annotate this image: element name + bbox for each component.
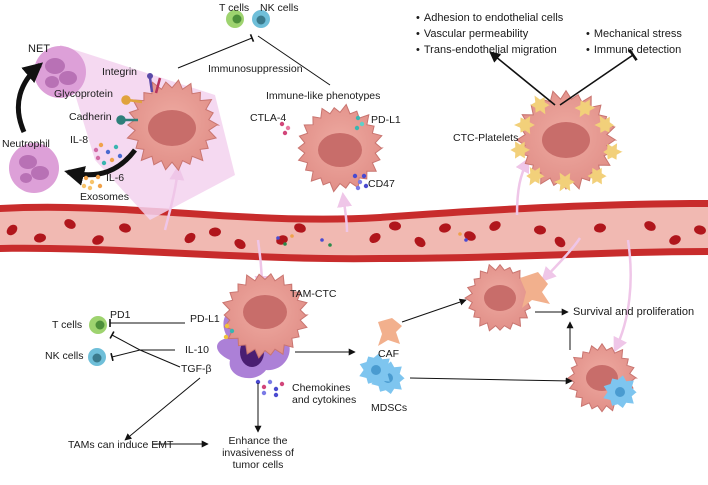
platelets xyxy=(510,95,623,192)
label-nk-cells-top: NK cells xyxy=(260,2,299,14)
mdsc-cell-attached xyxy=(603,375,637,408)
effect-adhesion: Adhesion to endothelial cells xyxy=(416,11,563,25)
label-cadherin: Cadherin xyxy=(69,111,112,123)
label-ctc-platelets: CTC-Platelets xyxy=(453,132,519,144)
platelet-effect-arrows xyxy=(489,48,638,106)
pdl1-dots xyxy=(354,115,365,131)
t-cell-left xyxy=(89,316,107,334)
cytokine-dots xyxy=(93,142,123,166)
label-pd1: PD1 xyxy=(110,309,131,321)
tam-pathway-lines xyxy=(109,319,356,448)
chemokine-dots xyxy=(255,379,285,398)
caf-cell xyxy=(378,318,402,346)
tumor-cell-caf xyxy=(464,263,550,332)
label-tams-emt: TAMs can induce EMT xyxy=(68,439,174,451)
red-blood-cells xyxy=(6,219,706,250)
neutrophil-arrow xyxy=(64,148,137,186)
net-cell xyxy=(34,46,86,98)
nk-cell-top xyxy=(252,10,270,28)
effect-immune-detection: Immune detection xyxy=(586,43,681,57)
label-integrin: Integrin xyxy=(102,66,138,78)
glycoprotein-receptor xyxy=(121,95,143,105)
ctla4-dots xyxy=(279,121,291,136)
blood-vessel xyxy=(0,200,708,263)
t-cell-top xyxy=(226,10,244,28)
exosome-dots xyxy=(81,174,103,191)
tumor-cell-platelets xyxy=(515,89,618,190)
label-net: NET xyxy=(28,43,50,55)
label-cd47: CD47 xyxy=(368,178,395,190)
label-pdl1-top: PD-L1 xyxy=(371,114,401,126)
tumor-cell-immune-like xyxy=(297,103,384,193)
label-t-cells-left: T cells xyxy=(52,319,83,331)
label-tgfb: TGF-β xyxy=(181,363,212,375)
net-arrow xyxy=(15,62,44,134)
label-tam-ctc: TAM-CTC xyxy=(290,288,337,300)
effect-migration: Trans-endothelial migration xyxy=(416,43,557,57)
label-neutrophil: Neutrophil xyxy=(2,138,50,150)
right-pathway-arrows xyxy=(401,298,574,385)
label-il8: IL-8 xyxy=(70,134,89,146)
label-pdl1-left: PD-L1 xyxy=(190,313,220,325)
integrin-receptor xyxy=(147,73,162,94)
nk-cell-left xyxy=(88,348,106,366)
immune-like-line xyxy=(257,35,331,86)
label-glycoprotein: Glycoprotein xyxy=(54,88,113,100)
immunosuppression-line xyxy=(177,33,255,69)
label-survival: Survival and proliferation xyxy=(573,306,695,318)
label-t-cells-top: T cells xyxy=(219,2,250,14)
pdl1-dots-tam xyxy=(223,323,235,340)
label-chemokines: Chemokines and cytokines xyxy=(292,382,357,406)
tumor-nucleus xyxy=(148,110,196,146)
label-ctla4: CTLA-4 xyxy=(250,112,287,124)
label-immunosuppression: Immunosuppression xyxy=(208,63,303,75)
label-immune-like: Immune-like phenotypes xyxy=(266,90,381,102)
label-il6: IL-6 xyxy=(106,172,125,184)
neutrophil-cell xyxy=(9,143,59,193)
mdsc-cell xyxy=(359,353,405,394)
label-enhance: Enhance the invasiveness of tumor cells xyxy=(222,435,294,471)
label-mdscs: MDSCs xyxy=(371,402,408,414)
label-nk-cells-left: NK cells xyxy=(45,350,84,362)
cd47-dots xyxy=(352,173,369,191)
label-exosomes: Exosomes xyxy=(80,191,130,203)
effect-permeability: Vascular permeability xyxy=(416,27,528,41)
effect-mechanical-stress: Mechanical stress xyxy=(586,27,682,41)
tumor-cell-adhesion xyxy=(126,79,221,172)
cadherin-receptor xyxy=(116,115,138,125)
tumor-cell-tam-ctc xyxy=(221,273,309,359)
label-caf: CAF xyxy=(378,348,399,360)
label-il10: IL-10 xyxy=(185,344,209,356)
